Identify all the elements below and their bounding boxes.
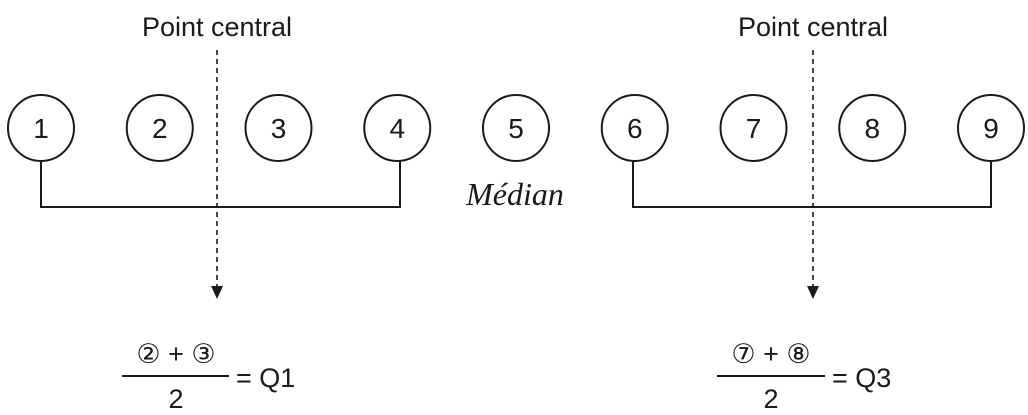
value-circle: 2 [125,94,194,162]
left-denominator: 2 [168,384,183,414]
right-bracket [632,161,992,208]
circle-number: 4 [389,113,405,144]
right-arrowhead [807,286,819,299]
circle-outline [838,94,907,162]
circle-number: 3 [271,113,287,144]
circle-outline [482,94,550,162]
right-center-label: Point central [738,12,888,42]
circle-outline [363,94,432,162]
right-result: = Q3 [832,363,891,393]
circle-outline [719,94,788,162]
left-bracket [40,161,401,208]
left-center-label: Point central [142,12,292,42]
value-circle: 6 [600,94,669,162]
median-label: Médian [465,176,564,212]
left-arrowhead [211,286,223,299]
circle-number: 6 [627,113,643,144]
value-circle: 8 [838,94,907,162]
value-circle: 7 [719,94,788,162]
value-circle: 1 [7,94,75,162]
circle-number: 1 [33,113,49,144]
circle-number: 5 [508,113,524,144]
circle-outline [244,94,313,162]
circle-number: 7 [746,113,762,144]
value-circle: 9 [957,94,1025,162]
value-circle: 5 [482,94,550,162]
value-circle: 3 [244,94,313,162]
right-numerator: ⑦ + ⑧ [731,339,810,369]
circle-number: 8 [864,113,880,144]
circle-number: 2 [152,113,168,144]
circle-outline [600,94,669,162]
left-result: = Q1 [236,363,295,393]
value-circle: 4 [363,94,432,162]
circle-outline [957,94,1025,162]
left-numerator: ② + ③ [136,339,215,369]
circle-outline [7,94,75,162]
right-denominator: 2 [763,384,778,414]
circle-number: 9 [983,113,999,144]
circle-outline [125,94,194,162]
value-circles: 1 2 3 4 5 6 7 8 9 [7,94,1025,162]
